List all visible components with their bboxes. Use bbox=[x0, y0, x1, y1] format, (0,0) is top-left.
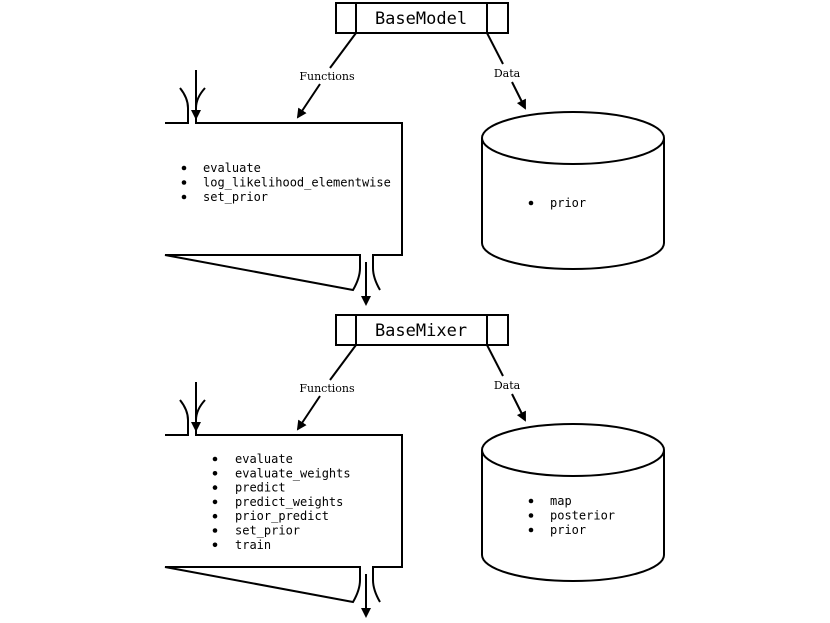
basemodel-functions-box: evaluatelog_likelihood_elementwiseset_pr… bbox=[164, 70, 403, 306]
basemixer-data-bullet bbox=[528, 513, 534, 518]
basemodel-data-item: prior bbox=[550, 196, 586, 210]
basemixer-function-item: predict_weights bbox=[235, 495, 343, 509]
basemixer-function-bullet bbox=[212, 456, 218, 462]
basemixer-functions-label: Functions bbox=[299, 382, 355, 395]
basemixer-function-item: set_prior bbox=[235, 524, 300, 538]
basemodel-function-bullet bbox=[181, 165, 187, 171]
basemixer-function-bullet bbox=[212, 528, 218, 533]
basemixer-function-item: evaluate bbox=[235, 452, 293, 466]
basemixer-data-item: posterior bbox=[550, 509, 615, 523]
basemixer-function-bullet bbox=[212, 542, 218, 548]
basemodel-function-item: log_likelihood_elementwise bbox=[203, 176, 391, 190]
basemodel-data-edge: Data bbox=[486, 32, 526, 110]
basemodel-title-box: BaseModel bbox=[335, 2, 509, 34]
basemodel-function-item: set_prior bbox=[203, 190, 268, 204]
basemodel-data-label: Data bbox=[494, 67, 521, 80]
basemixer-functions-edge: Functions bbox=[296, 344, 357, 431]
basemixer-functions-list: evaluateevaluate_weightspredictpredict_w… bbox=[212, 452, 351, 552]
basemixer-function-bullet bbox=[212, 513, 218, 519]
basemixer-functions-box: evaluateevaluate_weightspredictpredict_w… bbox=[164, 382, 403, 618]
basemixer-data-bullet bbox=[528, 498, 534, 504]
basemixer-function-bullet bbox=[212, 485, 218, 490]
basemodel-function-bullet bbox=[181, 180, 187, 185]
basemixer-title-box: BaseMixer bbox=[335, 314, 509, 346]
basemodel-function-bullet bbox=[181, 194, 187, 200]
basemixer-function-item: prior_predict bbox=[235, 509, 329, 523]
basemodel-functions-list: evaluatelog_likelihood_elementwiseset_pr… bbox=[181, 161, 391, 204]
class-section-basemixer: BaseMixer Functions Data evaluateevaluat… bbox=[164, 314, 665, 618]
basemixer-data-item: prior bbox=[550, 523, 586, 537]
basemixer-data-label: Data bbox=[494, 379, 521, 392]
basemodel-data-list: prior bbox=[528, 196, 586, 210]
basemodel-functions-label: Functions bbox=[299, 70, 355, 83]
basemixer-function-item: predict bbox=[235, 481, 286, 495]
basemodel-data-bullet bbox=[528, 200, 534, 206]
basemixer-title: BaseMixer bbox=[375, 321, 467, 341]
basemodel-data-cylinder: prior bbox=[481, 111, 665, 270]
basemodel-functions-edge: Functions bbox=[296, 32, 357, 119]
basemixer-data-bullet bbox=[528, 527, 534, 533]
basemixer-function-item: evaluate_weights bbox=[235, 466, 351, 480]
basemixer-function-bullet bbox=[212, 499, 218, 505]
basemodel-function-item: evaluate bbox=[203, 161, 261, 175]
basemixer-data-item: map bbox=[550, 494, 572, 508]
basemixer-function-bullet bbox=[212, 471, 218, 476]
basemodel-title: BaseModel bbox=[375, 9, 467, 29]
basemixer-function-item: train bbox=[235, 538, 271, 552]
basemixer-data-edge: Data bbox=[486, 344, 526, 422]
class-section-basemodel: BaseModel Functions Data evaluatelog_lik… bbox=[164, 2, 665, 306]
